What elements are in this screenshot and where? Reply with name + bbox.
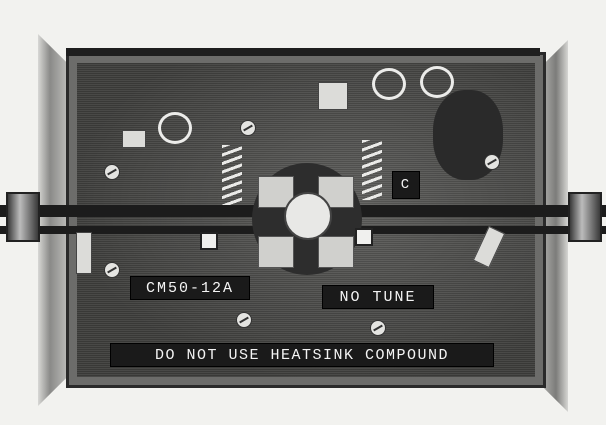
enclosure-left-flange — [38, 34, 68, 406]
smd-component — [200, 232, 218, 250]
screw — [104, 164, 120, 180]
chip-capacitor — [122, 130, 146, 148]
input-coax-connector — [6, 192, 40, 242]
output-coil — [362, 140, 382, 200]
screw — [484, 154, 500, 170]
heatsink-warning-label: DO NOT USE HEATSINK COMPOUND — [110, 343, 494, 367]
mica-capacitor — [420, 66, 454, 98]
mica-capacitor — [158, 112, 192, 144]
power-transistor — [284, 192, 332, 240]
smd-component — [355, 228, 373, 246]
chip-capacitor — [318, 82, 348, 110]
mica-capacitor — [372, 68, 406, 100]
marker-label: C — [392, 171, 420, 199]
screw — [240, 120, 256, 136]
output-coax-connector — [568, 192, 602, 242]
screw — [370, 320, 386, 336]
input-coil — [222, 145, 242, 205]
feedthrough-resistor — [76, 232, 92, 274]
screw — [236, 312, 252, 328]
enclosure-top-rim — [66, 48, 540, 56]
part-number-label: CM50-12A — [130, 276, 250, 300]
no-tune-label: NO TUNE — [322, 285, 434, 309]
screw — [104, 262, 120, 278]
stripline-pad — [318, 236, 354, 268]
stripline-pad — [258, 236, 294, 268]
